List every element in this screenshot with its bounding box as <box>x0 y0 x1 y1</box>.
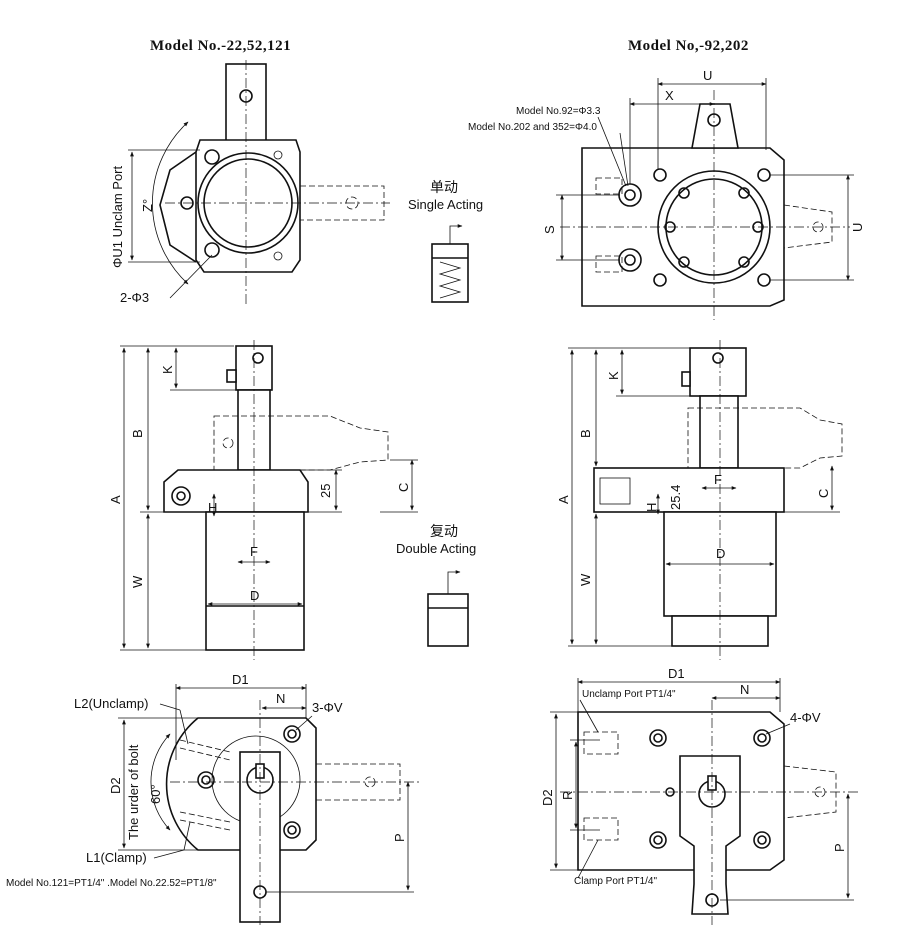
left-bottom-angle60-label: 60° <box>148 784 163 804</box>
left-top-hole-5 <box>273 251 283 261</box>
right-mid-arm-head <box>689 347 747 397</box>
right-mid-w-label: W <box>578 573 593 586</box>
right-bottom-d1-label: D1 <box>668 666 685 681</box>
left-mid-25-label: 25 <box>318 484 333 498</box>
left-mid-side-view: A B W K 25 C H F D <box>108 340 418 660</box>
left-bottom-d2-label: D2 <box>108 777 123 794</box>
right-top-s-label: S <box>542 225 557 234</box>
right-mid-254-label: 25.4 <box>668 485 683 510</box>
single-acting-en: Single Acting <box>408 197 483 212</box>
left-bottom-holes-label: 3-ΦV <box>312 700 343 715</box>
right-top-u-right-label: U <box>850 223 865 232</box>
right-bottom-d2-label: D2 <box>540 789 555 806</box>
right-mid-f-label: F <box>714 472 722 487</box>
right-bottom-view: D1 Unclamp Port PT1/4" N 4-ΦV D2 R P Cla… <box>540 666 860 925</box>
right-mid-flange <box>593 467 785 513</box>
left-top-hole-2 <box>204 242 220 258</box>
left-top-port-label: ΦU1 Unclam Port <box>110 165 125 268</box>
double-acting-en: Double Acting <box>396 541 476 556</box>
single-acting-cn: 单动 <box>430 180 458 196</box>
right-top-u-label: U <box>703 68 712 83</box>
left-mid-d-label: D <box>250 588 259 603</box>
right-bottom-clamp-port-label: Clamp Port PT1/4" <box>574 876 657 887</box>
right-mid-side-view: A B W K C H 25.4 F D <box>556 340 843 660</box>
left-mid-a-label: A <box>108 495 123 504</box>
left-bottom-note: Model No.121=PT1/4" .Model No.22.52=PT1/… <box>6 878 217 889</box>
single-acting-cylinder <box>431 243 469 303</box>
left-top-hole-4 <box>273 150 283 160</box>
left-top-holes-label: 2-Φ3 <box>120 290 149 305</box>
left-mid-cylinder <box>205 511 305 651</box>
single-acting-symbol: 单动 Single Acting <box>408 180 483 303</box>
left-bottom-d1-label: D1 <box>232 672 249 687</box>
left-top-angle-label: Z° <box>140 199 155 212</box>
double-acting-cn: 复动 <box>430 523 458 540</box>
left-mid-flange <box>163 469 309 513</box>
right-mid-c-label: C <box>816 489 831 498</box>
left-bottom-bolt-order-label: The urder of bolt <box>126 744 141 840</box>
right-mid-a-label: A <box>556 495 571 504</box>
right-bottom-n-label: N <box>740 682 749 697</box>
left-top-plan-view: ΦU1 Unclam Port Z° 2-Φ3 <box>110 60 390 305</box>
double-acting-symbol: 复动 Double Acting <box>396 523 476 647</box>
left-mid-c-label: C <box>396 483 411 492</box>
right-mid-k-label: K <box>606 371 621 380</box>
double-acting-cylinder <box>427 593 469 647</box>
left-mid-f-label: F <box>250 544 258 559</box>
right-bottom-r-label: R <box>560 791 575 800</box>
title-right-models: Model No,-92,202 <box>628 38 749 54</box>
left-mid-b-label: B <box>130 429 145 438</box>
left-top-hole-1 <box>204 149 220 165</box>
right-bottom-unclamp-port-label: Unclamp Port PT1/4" <box>582 689 676 700</box>
left-bottom-view: D1 N 3-ΦV L2(Unclamp) D2 The urder of bo… <box>6 672 420 925</box>
title-left-models: Model No.-22,52,121 <box>150 38 291 54</box>
right-top-x-label: X <box>665 88 674 103</box>
right-mid-d-label: D <box>716 546 725 561</box>
left-mid-w-label: W <box>130 575 145 588</box>
left-bottom-l1-label: L1(Clamp) <box>86 850 147 865</box>
right-top-plan-view: U X Model No.92=Φ3.3 Model No.202 and 35… <box>468 68 865 320</box>
left-mid-h-label: H <box>208 500 217 515</box>
left-bottom-n-label: N <box>276 691 285 706</box>
right-top-note-1: Model No.92=Φ3.3 <box>516 106 601 117</box>
right-top-note-2: Model No.202 and 352=Φ4.0 <box>468 122 597 133</box>
right-bottom-holes-label: 4-ΦV <box>790 710 821 725</box>
left-mid-k-label: K <box>160 365 175 374</box>
left-top-wing <box>159 151 197 263</box>
right-mid-h-label: H <box>644 503 659 512</box>
right-mid-b-label: B <box>578 429 593 438</box>
left-bottom-p-label: P <box>392 833 407 842</box>
right-mid-piston-rod <box>699 395 739 469</box>
left-bottom-l2-label: L2(Unclamp) <box>74 696 148 711</box>
right-bottom-p-label: P <box>832 843 847 852</box>
